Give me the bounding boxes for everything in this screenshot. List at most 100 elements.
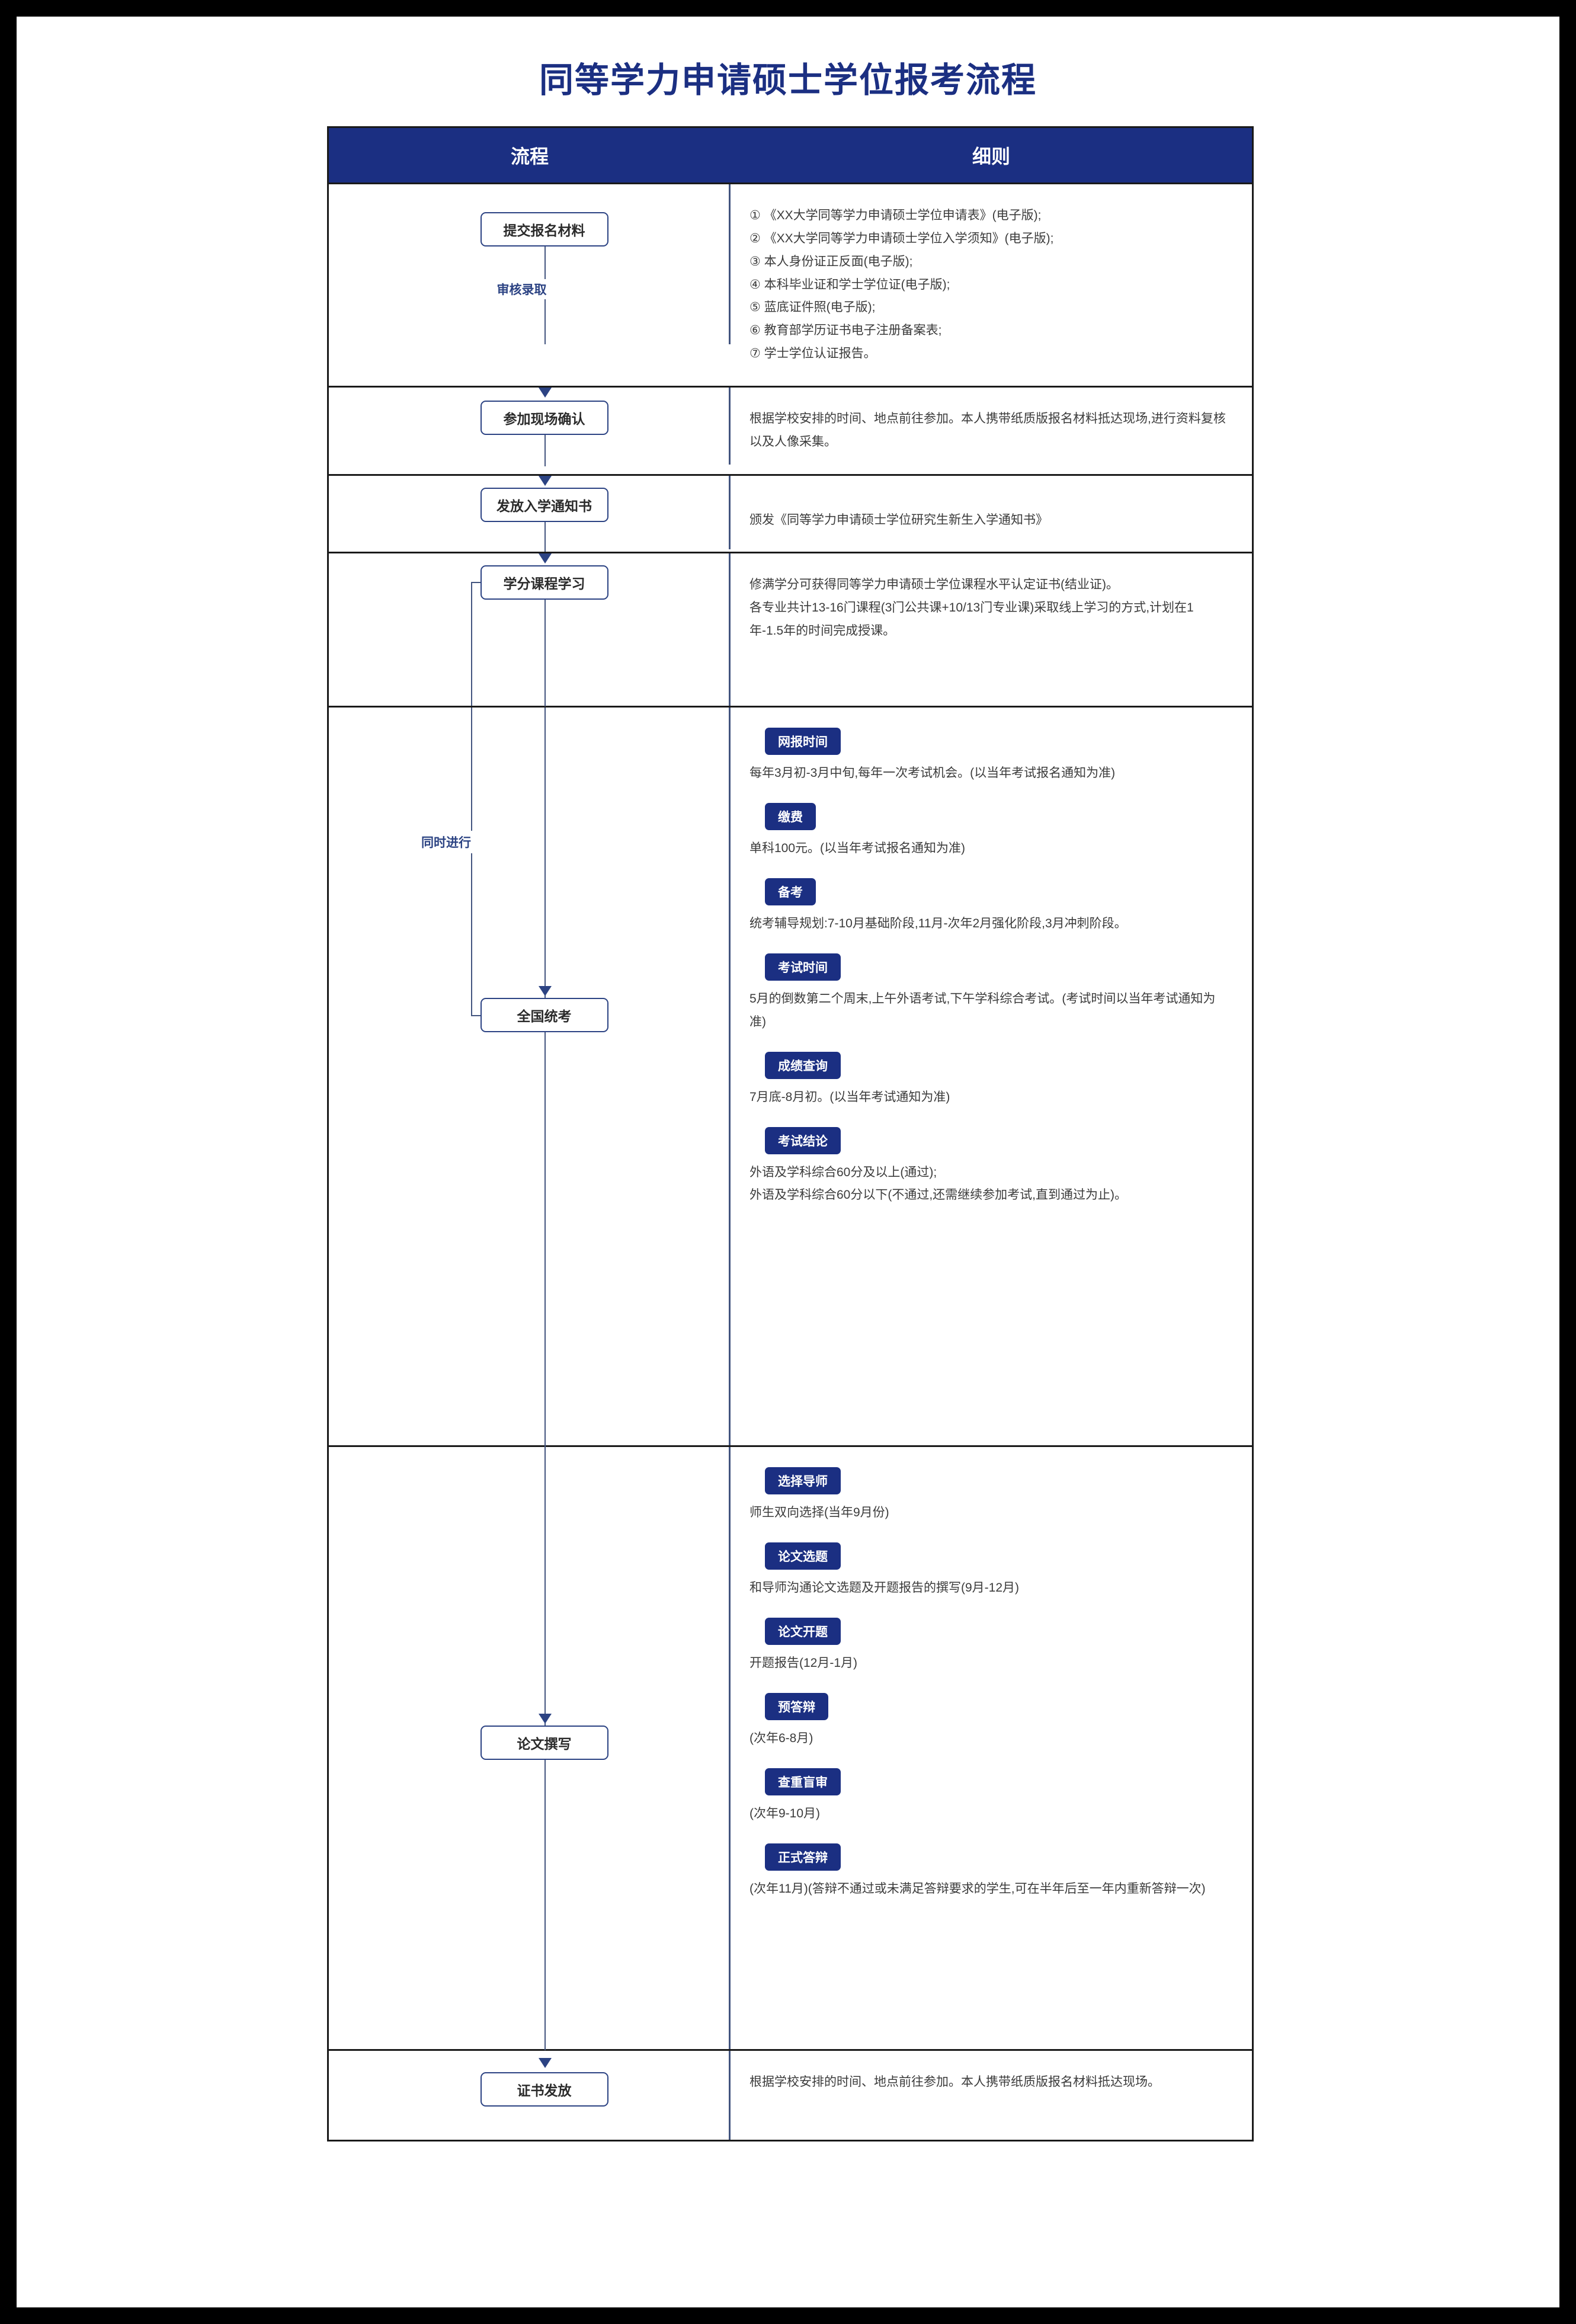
arrow-head-icon [538, 387, 552, 398]
page-title: 同等学力申请硕士学位报考流程 [539, 61, 1037, 100]
detail-block: 考试结论 外语及学科综合60分及以上(通过); 外语及学科综合60分以下(不通过… [749, 1126, 1226, 1208]
detail-cell-materials: ① 《XX大学同等学力申请硕士学位申请表》(电子版); ② 《XX大学同等学力申… [731, 184, 1252, 386]
badge-exam-time: 考试时间 [765, 953, 841, 981]
detail-block: 正式答辩 (次年11月)(答辩不通过或未满足答辩要求的学生,可在半年后至一年内重… [749, 1843, 1226, 1901]
list-item: ② 《XX大学同等学力申请硕士学位入学须知》(电子版); [749, 231, 1054, 245]
table-row: 全国统考 同时进行 网报时间 每年3月初-3月中旬,每年一次考试机会。(以当年考… [329, 706, 1252, 1448]
arrow-head-icon [538, 475, 552, 486]
list-item: ⑤ 蓝底证件照(电子版); [749, 300, 876, 315]
badge-description: (次年9-10月) [749, 1806, 821, 1820]
detail-block: 预答辩 (次年6-8月) [749, 1692, 1226, 1750]
certificate-text: 根据学校安排的时间、地点前往参加。本人携带纸质版报名材料抵达现场。 [749, 2075, 1160, 2089]
badge-exam-conclusion: 考试结论 [765, 1126, 841, 1154]
table-row: 学分课程学习 修满学分可获得同等学力申请硕士学位课程水平认定证书(结业证)。 各… [329, 552, 1252, 707]
badge-description: 单科100元。(以当年考试报名通知为准) [749, 841, 966, 856]
list-item: ⑥ 教育部学历证书电子注册备案表; [749, 324, 942, 338]
badge-description: 统考辅导规划:7-10月基础阶段,11月-次年2月强化阶段,3月冲刺阶段。 [749, 917, 1127, 931]
connector-line [544, 420, 546, 466]
courses-line-2: 各专业共计13-16门课程(3门公共课+10/13门专业课)采取线上学习的方式,… [749, 601, 1194, 638]
bracket-vertical-segment [471, 582, 472, 706]
badge-thesis-topic: 论文选题 [765, 1542, 841, 1570]
badge-description: 7月底-8月初。(以当年考试通知为准) [749, 1090, 950, 1104]
connector-line [544, 600, 546, 707]
detail-cell-certificate: 根据学校安排的时间、地点前往参加。本人携带纸质版报名材料抵达现场。 [731, 2051, 1252, 2140]
onsite-text: 根据学校安排的时间、地点前往参加。本人携带纸质版报名材料抵达现场,进行资料复核以… [749, 411, 1226, 449]
badge-description: 开题报告(12月-1月) [749, 1656, 858, 1670]
connector-line [544, 1760, 546, 2051]
materials-list: ① 《XX大学同等学力申请硕士学位申请表》(电子版); ② 《XX大学同等学力申… [749, 204, 1226, 366]
flow-cell-submit: 提交报名材料 审核录取 [329, 184, 731, 344]
detail-block: 网报时间 每年3月初-3月中旬,每年一次考试机会。(以当年考试报名通知为准) [749, 728, 1226, 785]
detail-block: 备考 统考辅导规划:7-10月基础阶段,11月-次年2月强化阶段,3月冲刺阶段。 [749, 878, 1226, 936]
column-header-process: 流程 [510, 146, 549, 167]
bracket-label-simultaneous: 同时进行 [420, 831, 472, 854]
detail-cell-national-exam: 网报时间 每年3月初-3月中旬,每年一次考试机会。(以当年考试报名通知为准) 缴… [731, 708, 1252, 1445]
flow-cell-national-exam: 全国统考 同时进行 [329, 708, 731, 1448]
detail-block: 论文选题 和导师沟通论文选题及开题报告的撰写(9月-12月) [749, 1542, 1226, 1600]
admission-text: 颁发《同等学力申请硕士学位研究生新生入学通知书》 [749, 513, 1048, 527]
flow-step-credit-course-study[interactable]: 学分课程学习 [480, 565, 608, 600]
detail-block: 缴费 单科100元。(以当年考试报名通知为准) [749, 803, 1226, 860]
badge-select-advisor: 选择导师 [765, 1467, 841, 1495]
badge-formal-defense: 正式答辩 [765, 1843, 841, 1871]
detail-block: 成绩查询 7月底-8月初。(以当年考试通知为准) [749, 1051, 1226, 1109]
flow-arrow-label-review: 审核录取 [493, 279, 550, 299]
table-row: 提交报名材料 审核录取 ① 《XX大学同等学力申请硕士学位申请表》(电子版); … [329, 183, 1252, 386]
list-item: ④ 本科毕业证和学士学位证(电子版); [749, 277, 950, 292]
flow-cell-thesis: 论文撰写 [329, 1447, 731, 2051]
table-row: 参加现场确认 根据学校安排的时间、地点前往参加。本人携带纸质版报名材料抵达现场,… [329, 385, 1252, 474]
detail-cell-courses: 修满学分可获得同等学力申请硕士学位课程水平认定证书(结业证)。 各专业共计13-… [731, 553, 1252, 706]
badge-payment: 缴费 [765, 803, 816, 831]
flow-cell-courses: 学分课程学习 [329, 553, 731, 707]
table-row: 证书发放 根据学校安排的时间、地点前往参加。本人携带纸质版报名材料抵达现场。 [329, 2049, 1252, 2140]
flow-cell-admission: 发放入学通知书 [329, 475, 731, 552]
list-item: ⑦ 学士学位认证报告。 [749, 347, 876, 361]
column-header-details: 细则 [972, 146, 1010, 167]
badge-description: 每年3月初-3月中旬,每年一次考试机会。(以当年考试报名通知为准) [749, 766, 1116, 780]
badge-online-registration-time: 网报时间 [765, 728, 841, 756]
flow-cell-certificate: 证书发放 [329, 2051, 731, 2140]
badge-description: (次年11月)(答辩不通过或未满足答辩要求的学生,可在半年后至一年内重新答辩一次… [749, 1881, 1206, 1896]
detail-cell-onsite: 根据学校安排的时间、地点前往参加。本人携带纸质版报名材料抵达现场,进行资料复核以… [731, 388, 1252, 474]
detail-block: 查重盲审 (次年9-10月) [749, 1768, 1226, 1826]
badge-description: 5月的倒数第二个周末,上午外语考试,下午学科综合考试。(考试时间以当年考试通知为… [749, 991, 1216, 1029]
courses-line-1: 修满学分可获得同等学力申请硕士学位课程水平认定证书(结业证)。 [749, 578, 1119, 592]
arrow-head-icon [538, 2058, 552, 2069]
detail-cell-admission: 颁发《同等学力申请硕士学位研究生新生入学通知书》 [731, 476, 1252, 552]
connector-line [544, 1447, 546, 1726]
flow-step-thesis-writing[interactable]: 论文撰写 [480, 1726, 608, 1760]
badge-description: 师生双向选择(当年9月份) [749, 1506, 889, 1520]
page-canvas: 同等学力申请硕士学位报考流程 流程 细则 提交报名材料 审核录取 ① 《XX大学… [17, 17, 1559, 2307]
arrow-head-icon [538, 1714, 552, 1724]
badge-description: 外语及学科综合60分及以上(通过); 外语及学科综合60分以下(不通过,还需继续… [749, 1165, 1127, 1202]
flow-step-national-exam[interactable]: 全国统考 [480, 998, 608, 1033]
detail-block: 考试时间 5月的倒数第二个周末,上午外语考试,下午学科综合考试。(考试时间以当年… [749, 953, 1226, 1034]
flow-step-issue-admission-letter[interactable]: 发放入学通知书 [480, 487, 608, 522]
badge-description: (次年6-8月) [749, 1731, 813, 1745]
process-table: 流程 细则 提交报名材料 审核录取 ① 《XX大学同等学力申请硕士学位申请表》(… [327, 126, 1254, 2142]
detail-cell-thesis: 选择导师 师生双向选择(当年9月份) 论文选题 和导师沟通论文选题及开题报告的撰… [731, 1447, 1252, 2049]
flow-cell-onsite: 参加现场确认 [329, 387, 731, 466]
connector-line [544, 506, 546, 552]
flow-step-certificate-issuance[interactable]: 证书发放 [480, 2072, 608, 2107]
arrow-head-icon [538, 553, 552, 564]
detail-block: 选择导师 师生双向选择(当年9月份) [749, 1467, 1226, 1525]
list-item: ③ 本人身份证正反面(电子版); [749, 254, 913, 268]
badge-exam-preparation: 备考 [765, 878, 816, 906]
table-header-row: 流程 细则 [329, 128, 1252, 183]
connector-line [544, 1032, 546, 1448]
badge-pre-defense: 预答辩 [765, 1692, 828, 1720]
badge-plagiarism-blind-review: 查重盲审 [765, 1768, 841, 1795]
table-row: 发放入学通知书 颁发《同等学力申请硕士学位研究生新生入学通知书》 [329, 473, 1252, 552]
badge-description: 和导师沟通论文选题及开题报告的撰写(9月-12月) [749, 1581, 1020, 1595]
arrow-head-icon [538, 986, 552, 997]
bracket-vertical-segment [471, 708, 472, 1016]
flow-step-onsite-confirm[interactable]: 参加现场确认 [480, 400, 608, 435]
connector-line [544, 708, 546, 998]
list-item: ① 《XX大学同等学力申请硕士学位申请表》(电子版); [749, 209, 1042, 222]
detail-block: 论文开题 开题报告(12月-1月) [749, 1618, 1226, 1675]
flow-step-submit-materials[interactable]: 提交报名材料 [480, 212, 608, 247]
badge-thesis-proposal: 论文开题 [765, 1618, 841, 1646]
table-row: 论文撰写 选择导师 师生双向选择(当年9月份) 论文选题 和导师沟通论文选题及开… [329, 1445, 1252, 2051]
badge-score-inquiry: 成绩查询 [765, 1051, 841, 1079]
